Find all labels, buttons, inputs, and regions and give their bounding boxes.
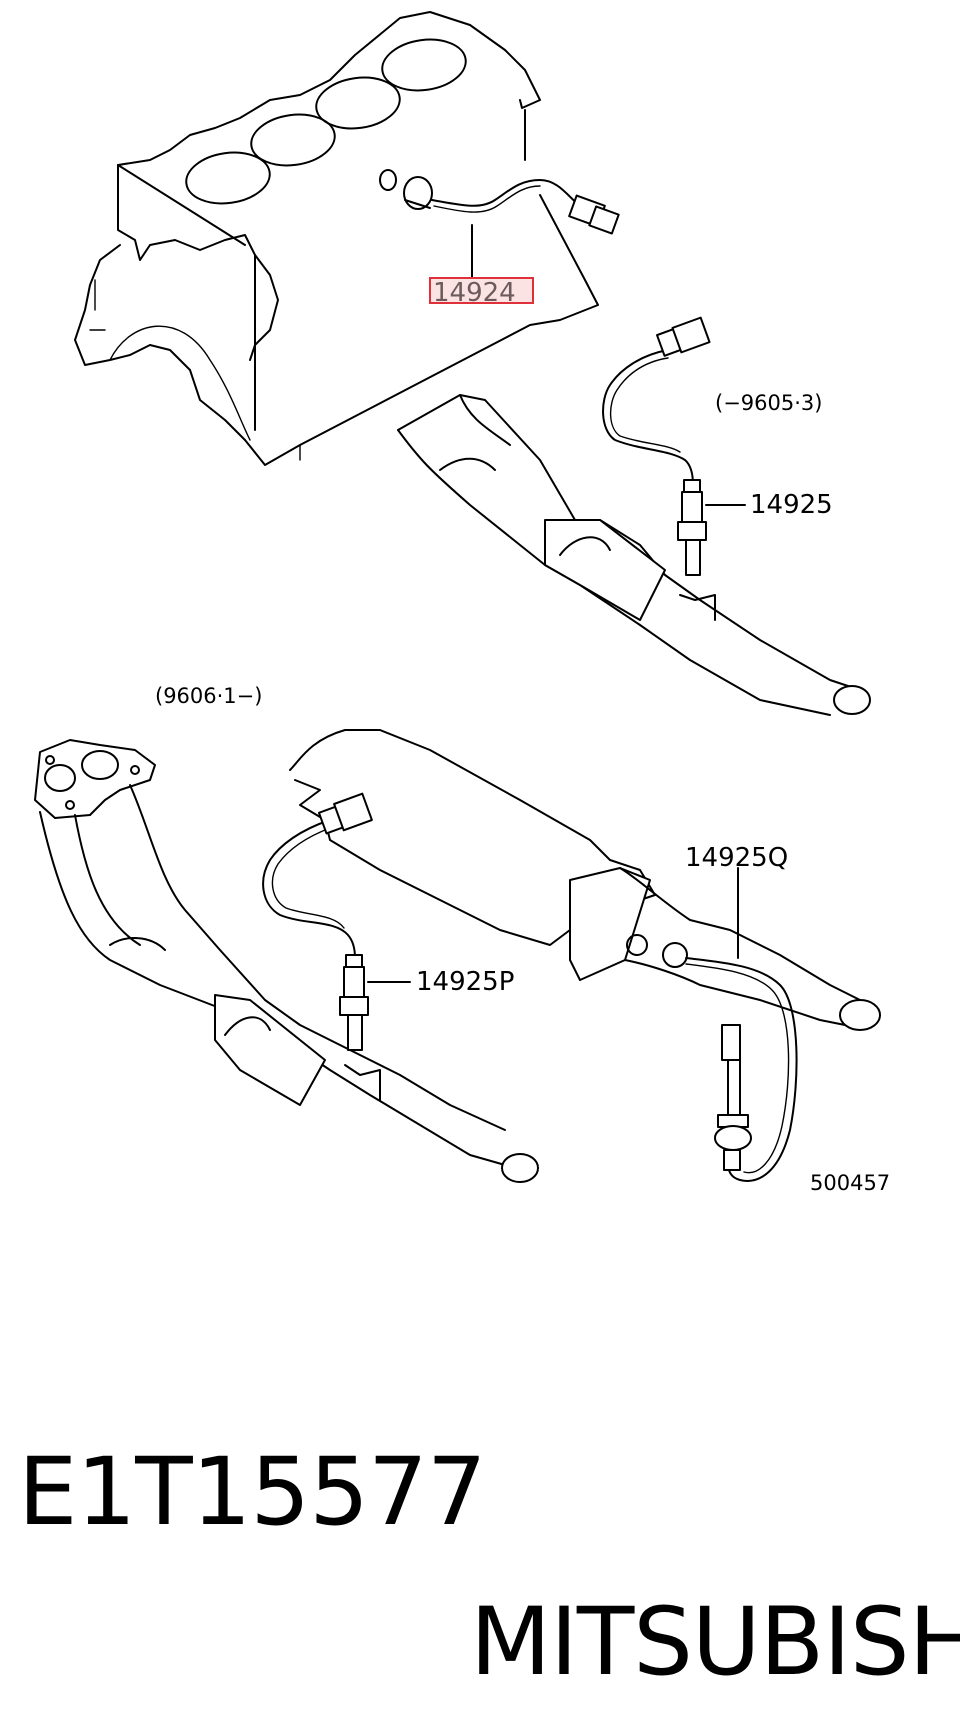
oxygen-sensor-rear-late-p (262, 792, 373, 1051)
date-range-early: (−9605·3) (715, 391, 822, 415)
callout-14925: 14925 (750, 490, 833, 520)
oxygen-sensor-rear-late-q (662, 942, 798, 1182)
callout-14925P: 14925P (416, 967, 514, 997)
exhaust-pipe-early (397, 394, 871, 716)
highlight-box (429, 277, 534, 304)
oxygen-sensor-front (403, 176, 620, 235)
brand-name: MITSUBISHI (470, 1588, 960, 1697)
callout-14924: 14924 (433, 278, 516, 308)
engine-block (74, 11, 599, 466)
date-range-late: (9606·1−) (155, 684, 262, 708)
exhaust-manifold-late (34, 739, 539, 1183)
parts-diagram: 14924 14925 (−9605·3) (9606·1−) (34, 11, 890, 1195)
oxygen-sensor-rear-early (602, 316, 711, 576)
catalytic-converter-late (289, 729, 881, 1031)
part-caption: E1T15577 MITSUBISHI (0, 1268, 960, 1697)
figure-number: 500457 (810, 1171, 890, 1195)
callout-14925Q: 14925Q (685, 843, 788, 873)
part-number: E1T15577 (18, 1438, 487, 1547)
